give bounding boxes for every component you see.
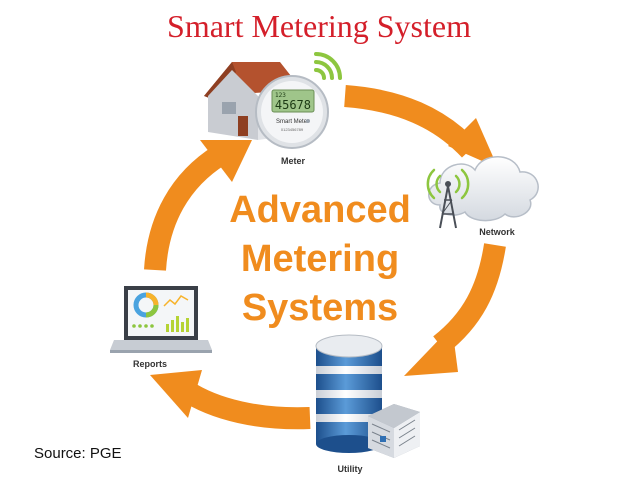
center-heading: Advanced Metering Systems <box>190 186 450 333</box>
center-heading-line2: Metering <box>240 238 400 280</box>
arrow-utility-to-reports <box>150 370 311 430</box>
radio-tower-icon <box>426 168 470 229</box>
wifi-signal-icon <box>314 52 342 80</box>
center-heading-line1: Advanced <box>229 189 411 231</box>
legend-dots <box>132 324 154 328</box>
meter-label: Meter <box>280 156 305 166</box>
center-heading-line3: Systems <box>241 287 399 329</box>
cloud-icon <box>428 156 539 222</box>
smart-meter-icon: 123 45678 Smart Meter 0123456789 <box>255 75 329 149</box>
network-label: Network <box>479 227 515 237</box>
source-caption: Source: PGE <box>34 445 122 462</box>
utility-label: Utility <box>337 464 363 474</box>
arrow-reports-to-meter <box>144 140 252 271</box>
page-title: Smart Metering System <box>167 8 471 44</box>
line-chart-icon <box>163 295 189 307</box>
meter-brand: Smart Meter <box>276 119 309 125</box>
arrow-meter-to-network <box>344 85 498 168</box>
meter-small-number: 123 <box>275 92 286 99</box>
server-rack-icon <box>368 404 420 458</box>
reports-label: Reports <box>132 359 167 369</box>
pie-chart-icon <box>133 292 159 318</box>
meter-reading: 45678 <box>275 98 311 112</box>
bar-chart-icon <box>166 316 189 332</box>
arrow-network-to-utility <box>404 243 506 376</box>
meter-serial: 0123456789 <box>281 127 304 132</box>
